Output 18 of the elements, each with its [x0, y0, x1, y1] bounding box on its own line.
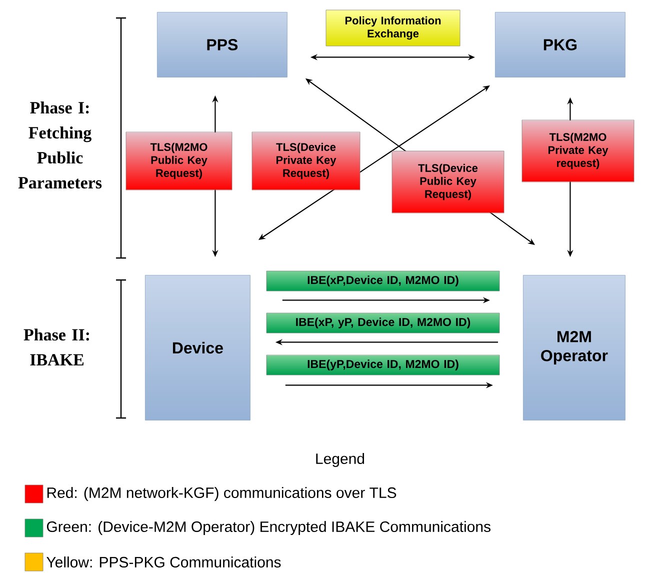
process-box: PPS — [157, 12, 288, 78]
legend-title: Legend — [316, 453, 364, 467]
phase-label: Phase II: IBAKE — [24, 328, 89, 366]
edge-label: IBE(xP, yP, Device ID, M2MO ID) — [266, 312, 500, 334]
legend-text: Green: (Device-M2M Operator) Encrypted IBAKE Communications — [46, 521, 490, 535]
process-box: Device — [145, 275, 250, 420]
edge-label: TLS(Device Private Key Request) — [252, 132, 360, 190]
edge-label: IBE(xP,Device ID, M2MO ID) — [266, 270, 500, 292]
legend-text: Red: (M2M network-KGF) communications over TLS — [47, 487, 396, 501]
edge-label: Policy Information Exchange — [326, 10, 460, 46]
edge-label: TLS(Device Public Key Request) — [392, 150, 504, 214]
process-box: PKG — [495, 12, 626, 78]
edge-label: IBE(yP,Device ID, M2MO ID) — [266, 354, 500, 376]
process-box: M2M Operator — [523, 275, 626, 420]
legend-text: Yellow: PPS-PKG Communications — [46, 556, 281, 568]
edge-label: TLS(M2MO Private Key request) — [522, 120, 634, 182]
phase-label: Phase I: Fetching Public Parameters — [18, 102, 102, 188]
edge-label: TLS(M2MO Public Key Request) — [126, 132, 232, 190]
